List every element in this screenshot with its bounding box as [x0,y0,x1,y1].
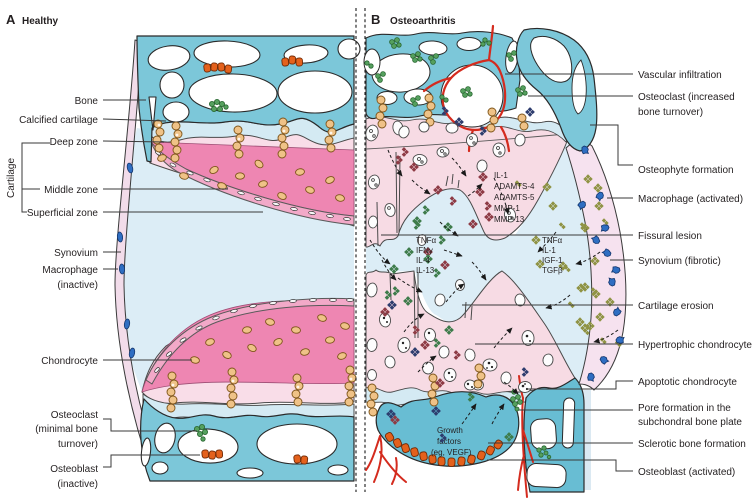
svg-text:(minimal bone: (minimal bone [35,424,98,435]
svg-text:bone turnover): bone turnover) [638,107,703,118]
svg-text:(eg, VEGF): (eg, VEGF) [431,448,472,457]
svg-text:Macrophage: Macrophage [42,265,98,276]
svg-text:B: B [371,12,380,27]
svg-text:(inactive): (inactive) [57,479,98,490]
svg-text:Fissural lesion: Fissural lesion [638,231,702,242]
svg-text:TNFα: TNFα [416,236,437,245]
svg-text:IGF-1: IGF-1 [542,256,563,265]
svg-text:Apoptotic chondrocyte: Apoptotic chondrocyte [638,377,737,388]
svg-text:Osteophyte formation: Osteophyte formation [638,165,734,176]
svg-text:Synovium: Synovium [54,248,98,259]
svg-text:turnover): turnover) [58,439,98,450]
svg-text:factors: factors [437,437,461,446]
svg-text:TNFα: TNFα [542,236,563,245]
svg-text:Macrophage (activated): Macrophage (activated) [638,194,743,205]
svg-text:Chondrocyte: Chondrocyte [41,356,98,367]
svg-text:TGFβ: TGFβ [542,266,563,275]
svg-text:Osteoarthritis: Osteoarthritis [390,16,456,27]
svg-text:ADAMTS-4: ADAMTS-4 [494,182,535,191]
svg-text:subchondral bone plate: subchondral bone plate [638,417,742,428]
svg-text:Calcified cartilage: Calcified cartilage [19,115,98,126]
svg-text:Cartilage: Cartilage [6,158,17,198]
svg-text:Osteoblast (activated): Osteoblast (activated) [638,467,735,478]
svg-text:Sclerotic bone formation: Sclerotic bone formation [638,439,746,450]
svg-text:MMP-13: MMP-13 [494,215,525,224]
svg-text:Middle zone: Middle zone [44,185,98,196]
svg-text:IFNγ: IFNγ [416,246,433,255]
svg-text:IL-1: IL-1 [494,171,508,180]
svg-text:Cartilage erosion: Cartilage erosion [638,301,714,312]
svg-text:Osteoclast (increased: Osteoclast (increased [638,92,735,103]
svg-text:Vascular infiltration: Vascular infiltration [638,70,722,81]
svg-text:Healthy: Healthy [22,16,59,27]
svg-text:IL-4: IL-4 [416,256,430,265]
svg-text:IL-1: IL-1 [542,246,556,255]
svg-text:Hypertrophic chondrocyte: Hypertrophic chondrocyte [638,340,752,351]
svg-text:Growth: Growth [437,426,463,435]
svg-text:(inactive): (inactive) [57,280,98,291]
svg-text:Bone: Bone [75,96,99,107]
svg-text:A: A [6,12,16,27]
svg-text:ADAMTS-5: ADAMTS-5 [494,193,535,202]
svg-text:Pore formation in the: Pore formation in the [638,403,731,414]
svg-text:IL-13: IL-13 [416,266,435,275]
svg-text:MMP-1: MMP-1 [494,204,520,213]
svg-text:Synovium (fibrotic): Synovium (fibrotic) [638,256,721,267]
svg-text:Osteoblast: Osteoblast [50,464,98,475]
svg-text:Osteoclast: Osteoclast [51,410,98,421]
svg-text:Deep zone: Deep zone [50,137,99,148]
svg-text:Superficial zone: Superficial zone [27,208,99,219]
